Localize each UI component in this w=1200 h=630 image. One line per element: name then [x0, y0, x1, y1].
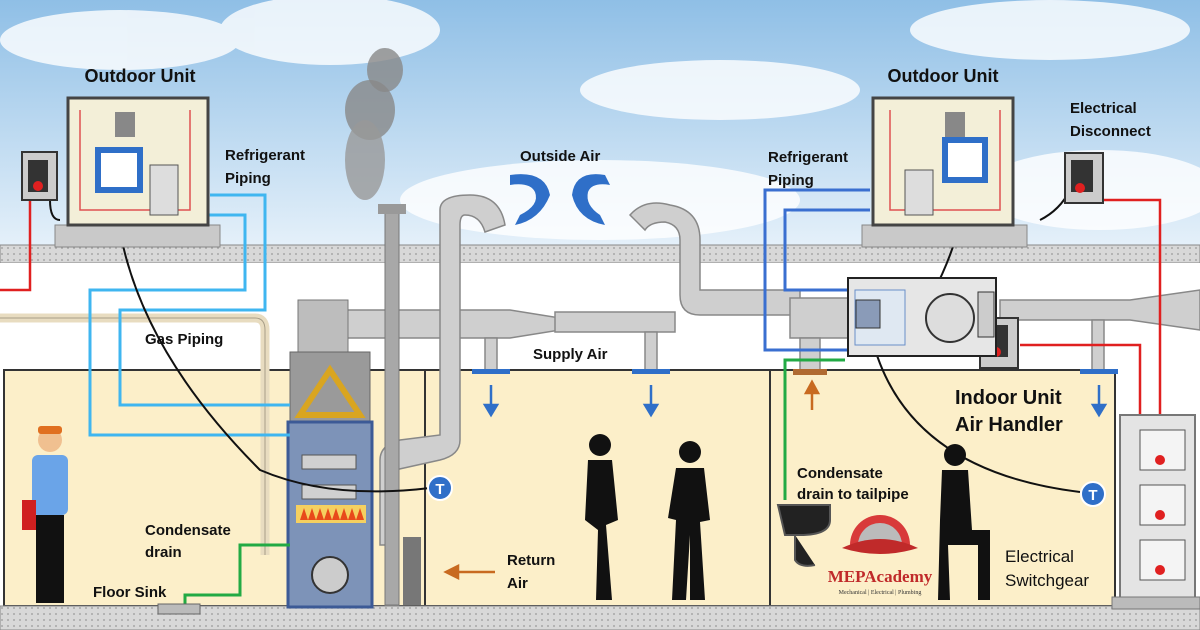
outdoor-unit-right-label: Outdoor Unit [888, 66, 999, 86]
thermostat-mech-room: T [427, 475, 453, 501]
outdoor-unit-left [54, 96, 221, 248]
condensate-drain-label-2: drain [145, 544, 182, 561]
outdoor-unit-right [861, 96, 1028, 248]
condensate-drain-label: Condensate [145, 522, 231, 539]
condensate-tailpipe-label: Condensate [797, 465, 883, 482]
sink [776, 504, 831, 567]
electrical-disconnect-label-2: Disconnect [1070, 123, 1151, 140]
condensate-piping [183, 358, 845, 606]
indoor-unit-label: Indoor Unit [955, 387, 1062, 409]
technician [22, 426, 68, 603]
return-arrows [443, 379, 821, 581]
supply-duct-run [554, 311, 676, 333]
electrical-switchgear-label-2: Switchgear [1005, 571, 1089, 590]
diffusers [472, 369, 1118, 375]
refrigerant-piping-right [763, 188, 870, 352]
refrigerant-piping-left [88, 193, 290, 437]
mepacademy-logo: MEPAcademy Mechanical | Electrical | Plu… [828, 515, 933, 596]
outside-air-label: Outside Air [520, 148, 600, 165]
outdoor-unit-left-label: Outdoor Unit [85, 66, 196, 86]
floor-sink [157, 603, 201, 615]
clouds [0, 0, 1200, 240]
roof-slab [0, 244, 1200, 264]
electrical-disconnect-label: Electrical [1070, 100, 1137, 117]
outside-air-duct-left [379, 194, 506, 546]
refrigerant-piping-right-label: Refrigerant [768, 149, 848, 166]
labels: Outdoor Unit Outdoor Unit Refrigerant Pi… [85, 66, 1151, 601]
thermostat-label: T [435, 481, 444, 498]
thermostat-label: T [1088, 487, 1097, 504]
outside-air-duct-right [628, 202, 801, 316]
ductwork [299, 194, 1200, 546]
electrical-switchgear-label: Electrical [1005, 547, 1074, 566]
electrical-disconnect [1064, 152, 1104, 204]
indoor-unit-label-2: Air Handler [955, 414, 1063, 436]
refrigerant-piping-left-label-2: Piping [225, 170, 271, 187]
person-silhouettes [585, 434, 990, 600]
return-air-label-2: Air [507, 575, 528, 592]
electrical-wiring [0, 198, 1162, 420]
outside-air-arrows [510, 174, 610, 225]
supply-arrows [482, 385, 1108, 418]
refrigerant-piping-left-label: Refrigerant [225, 147, 305, 164]
return-air-label: Return [507, 552, 555, 569]
supply-air-label: Supply Air [533, 346, 608, 363]
floor-sink-label: Floor Sink [93, 584, 167, 601]
refrigerant-piping-right-label-2: Piping [768, 172, 814, 189]
logo-name: MEPAcademy [828, 567, 933, 586]
thermostat-electrical-room: T [1080, 481, 1106, 507]
gas-piping-label: Gas Piping [145, 331, 223, 348]
furnace [286, 299, 421, 609]
indoor-air-handler [847, 277, 997, 357]
electrical-switchgear [1111, 414, 1200, 610]
logo-tagline: Mechanical | Electrical | Plumbing [839, 590, 922, 596]
disconnect-left [21, 151, 58, 201]
condensate-tailpipe-label-2: drain to tailpipe [797, 486, 909, 503]
flue [345, 48, 406, 606]
